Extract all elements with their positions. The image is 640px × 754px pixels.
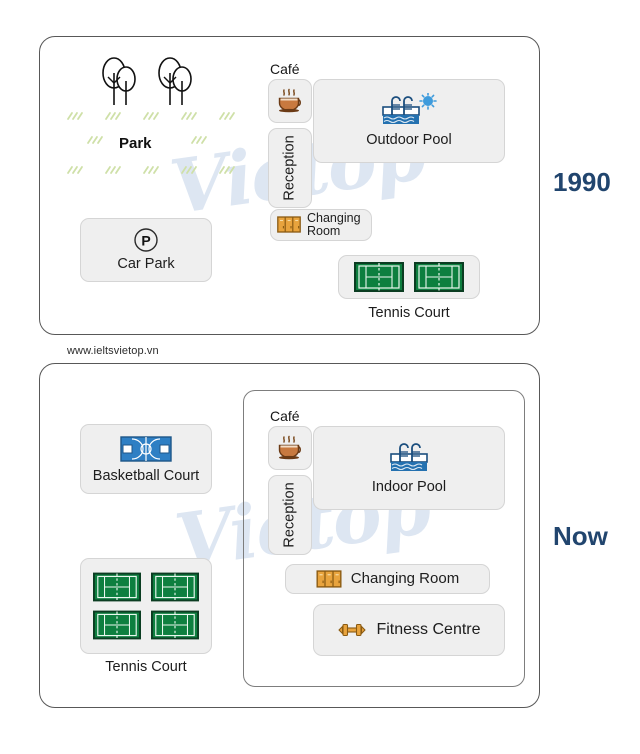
changing-room-tile-now[interactable]: Changing Room [285,564,490,594]
fitness-centre-tile[interactable]: Fitness Centre [313,604,505,656]
era-label-1990: 1990 [553,167,611,197]
tennis-court-label-now: Tennis Court [105,659,187,675]
reception-label-now: Reception [282,482,299,548]
tree-icon [102,57,136,105]
cafe-tile-now[interactable] [268,426,312,470]
tennis-court-label-1990: Tennis Court [368,305,450,321]
reception-label-1990: Reception [282,135,299,201]
car-park-tile[interactable]: P Car Park [80,218,212,282]
basketball-court-label: Basketball Court [92,467,200,484]
outdoor-pool-tile[interactable]: Outdoor Pool [313,79,505,163]
cafe-label-now: Café [270,408,300,424]
cafe-label-1990: Café [270,61,300,77]
reception-tile-now[interactable]: Reception [268,475,312,555]
grass-tufts [67,112,235,174]
cafe-tile-1990[interactable] [268,79,312,123]
tennis-court-icon [151,572,199,602]
site-url-caption: www.ieltsvietop.vn [67,345,159,357]
park-graphics [67,57,235,174]
coffee-cup-icon [278,88,301,113]
indoor-complex-boundary [243,390,525,687]
park-area [60,55,255,190]
reception-tile-1990[interactable]: Reception [268,128,312,208]
basketball-court-icon [120,435,172,462]
indoor-pool-label: Indoor Pool [371,479,447,496]
basketball-court-tile[interactable]: Basketball Court [80,424,212,494]
fitness-centre-label: Fitness Centre [376,620,481,638]
panel-1990 [39,36,540,335]
tennis-court-tile-1990[interactable] [338,255,480,299]
coffee-cup-icon [278,435,301,460]
tennis-court-icon [93,610,141,640]
lockers-icon [316,569,342,588]
dumbbell-icon [338,623,367,637]
car-park-label: Car Park [117,256,175,273]
indoor-pool-tile[interactable]: Indoor Pool [313,426,505,510]
outdoor-pool-icon [382,93,437,125]
tennis-court-grid [93,572,199,640]
tennis-court-icon [93,572,141,602]
lockers-icon [277,216,301,233]
parking-p-icon: P [134,228,158,252]
tennis-court-icon [151,610,199,640]
park-label: Park [119,135,152,152]
tennis-court-tile-now[interactable] [80,558,212,654]
outdoor-pool-label: Outdoor Pool [366,132,452,149]
sun-icon [419,93,437,110]
svg-text:P: P [141,233,150,249]
changing-room-label-now: Changing Room [350,570,460,588]
tennis-court-icon [414,262,464,292]
panel-now [39,363,540,708]
tennis-court-icon [354,262,404,292]
era-label-now: Now [553,521,608,551]
tree-icon [158,57,192,105]
indoor-pool-icon [390,443,428,472]
